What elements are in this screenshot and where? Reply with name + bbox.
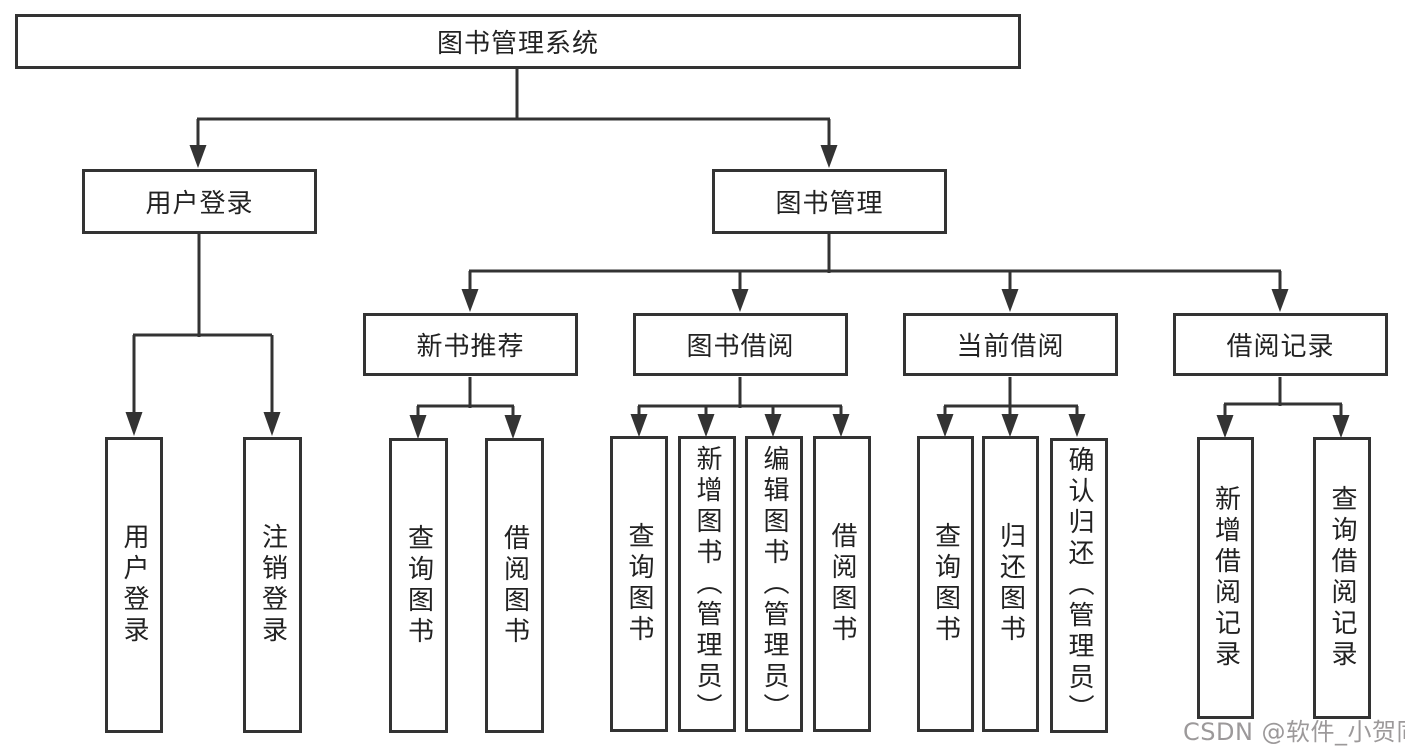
arrowhead-icon bbox=[697, 414, 715, 437]
arrowhead-icon bbox=[1001, 414, 1019, 437]
node-book-management: 图书管理 bbox=[712, 169, 947, 234]
arrowhead-icon bbox=[125, 412, 143, 436]
leaf-label: 注销登录 bbox=[257, 523, 288, 647]
leaf-label: 确认归还（管理员） bbox=[1064, 446, 1094, 725]
node-new-book-recommend: 新书推荐 bbox=[363, 313, 578, 376]
leaf-user-login: 用户登录 bbox=[105, 437, 163, 733]
arrowhead-icon bbox=[764, 414, 782, 437]
node-user-login: 用户登录 bbox=[82, 169, 317, 234]
leaf-label: 查询借阅记录 bbox=[1327, 485, 1357, 671]
node-borrow-records: 借阅记录 bbox=[1173, 313, 1388, 376]
leaf-label: 借阅图书 bbox=[827, 522, 857, 646]
arrowhead-icon bbox=[409, 415, 427, 439]
leaf-return-book: 归还图书 bbox=[982, 436, 1039, 732]
leaf-borrow-books-2: 借阅图书 bbox=[813, 436, 871, 732]
arrowhead-icon bbox=[461, 289, 479, 312]
leaf-label: 查询图书 bbox=[624, 522, 654, 646]
node-label: 图书管理 bbox=[775, 189, 884, 219]
leaf-label: 用户登录 bbox=[119, 523, 149, 647]
connector-line-group bbox=[132, 68, 1343, 422]
node-label: 用户登录 bbox=[145, 189, 254, 219]
leaf-label: 新增图书（管理员） bbox=[692, 444, 722, 724]
leaf-label: 编辑图书（管理员） bbox=[759, 444, 789, 724]
node-book-borrow: 图书借阅 bbox=[633, 313, 848, 376]
arrowhead-icon bbox=[1332, 415, 1350, 438]
node-label: 图书借阅 bbox=[686, 332, 795, 362]
leaf-label: 归还图书 bbox=[995, 522, 1026, 646]
arrowhead-icon bbox=[189, 145, 207, 168]
leaf-label: 借阅图书 bbox=[499, 523, 530, 648]
arrowhead-icon bbox=[820, 145, 838, 168]
arrowhead-icon bbox=[731, 289, 749, 312]
arrowhead-icon bbox=[630, 414, 648, 437]
leaf-label: 查询图书 bbox=[930, 522, 961, 646]
node-label: 当前借阅 bbox=[956, 332, 1065, 362]
node-label: 图书管理系统 bbox=[436, 29, 599, 59]
arrowhead-icon bbox=[936, 414, 954, 437]
node-label: 新书推荐 bbox=[416, 332, 525, 362]
csdn-watermark: CSDN @软件_小贺同学 bbox=[1183, 718, 1405, 746]
leaf-add-borrow-record: 新增借阅记录 bbox=[1197, 437, 1254, 719]
leaf-query-books-1: 查询图书 bbox=[389, 438, 448, 733]
arrowhead-icon bbox=[504, 415, 522, 439]
leaf-borrow-books-1: 借阅图书 bbox=[485, 438, 544, 733]
arrowhead-icon bbox=[1001, 289, 1019, 312]
node-library-system: 图书管理系统 bbox=[15, 14, 1021, 69]
node-current-borrow: 当前借阅 bbox=[903, 313, 1118, 376]
leaf-query-books-3: 查询图书 bbox=[917, 436, 974, 732]
arrowhead-icon bbox=[832, 414, 850, 437]
arrowhead-icon bbox=[1271, 289, 1289, 312]
leaf-add-book-admin: 新增图书（管理员） bbox=[678, 436, 736, 732]
node-label: 借阅记录 bbox=[1226, 332, 1335, 362]
leaf-logout: 注销登录 bbox=[243, 437, 302, 733]
leaf-query-books-2: 查询图书 bbox=[610, 436, 668, 732]
arrowhead-icon bbox=[1216, 415, 1234, 438]
leaf-edit-book-admin: 编辑图书（管理员） bbox=[745, 436, 803, 732]
leaf-confirm-return-admin: 确认归还（管理员） bbox=[1050, 438, 1108, 733]
leaf-label: 查询图书 bbox=[403, 523, 434, 648]
arrowhead-icon bbox=[1068, 414, 1086, 437]
leaf-label: 新增借阅记录 bbox=[1210, 485, 1241, 671]
arrowhead-icon bbox=[263, 412, 281, 436]
leaf-query-borrow-record: 查询借阅记录 bbox=[1313, 437, 1371, 719]
arrowhead-group bbox=[125, 145, 1350, 439]
